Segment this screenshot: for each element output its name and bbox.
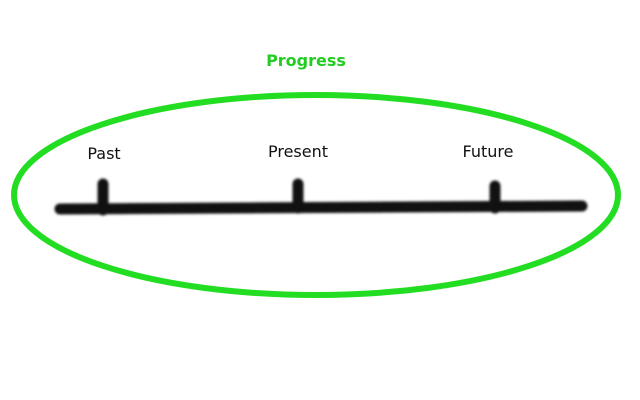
timeline-axis [54, 200, 588, 215]
diagram-title: Progress [266, 51, 346, 70]
progress-ellipse [11, 92, 621, 298]
label-past: Past [87, 144, 120, 163]
timeline [54, 178, 588, 216]
label-present: Present [268, 142, 328, 161]
label-future: Future [463, 142, 514, 161]
